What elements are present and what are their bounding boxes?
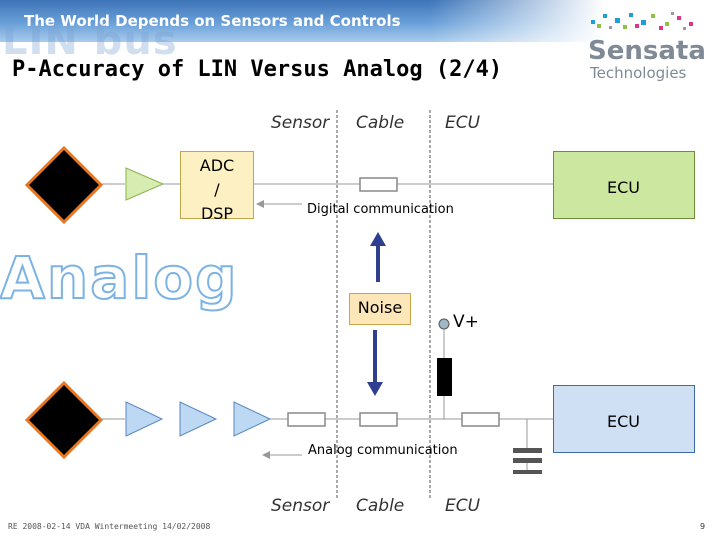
- ecu-block-analog: ECU: [553, 385, 695, 453]
- analog-watermark: Analog: [0, 243, 239, 313]
- footer-text: RE 2008-02-14 VDA Wintermeeting 14/02/20…: [8, 522, 211, 531]
- amplifier-bottom-1: [125, 401, 164, 437]
- amplifier-bottom-2: [179, 401, 218, 437]
- col-label-sensor-bottom: Sensor: [271, 496, 330, 516]
- col-label-sensor-top: Sensor: [271, 113, 330, 133]
- col-label-cable-bottom: Cable: [356, 496, 405, 516]
- banner-fade: [430, 0, 720, 42]
- adc-label: ADC: [199, 156, 235, 175]
- vplus-label: V+: [453, 312, 479, 332]
- logo-name: Sensata: [588, 36, 706, 66]
- analog-resistor-3: [461, 412, 500, 427]
- noise-arrowhead-down: [367, 382, 383, 396]
- cable-resistor-digital: [359, 177, 398, 192]
- noise-arrowhead-up: [370, 232, 386, 246]
- noise-label: Noise: [357, 298, 403, 317]
- analog-resistor-2: [359, 412, 398, 427]
- ecu-label-digital: ECU: [607, 178, 640, 197]
- amplifier-top: [125, 167, 165, 201]
- digital-comm-label: Digital communication: [307, 202, 454, 217]
- ground-bar: [513, 470, 542, 474]
- analog-comm-arrowhead: [262, 451, 270, 459]
- ecu-label-analog: ECU: [607, 412, 640, 431]
- logo-dots-icon: [591, 12, 693, 30]
- noise-box: Noise: [349, 293, 411, 325]
- sensor-element-top: [24, 145, 104, 225]
- col-label-cable-top: Cable: [356, 113, 405, 133]
- analog-resistor-1: [287, 412, 326, 427]
- col-label-ecu-bottom: ECU: [445, 496, 481, 516]
- lin-bus-wordmark: LIN bus: [2, 18, 178, 64]
- analog-comm-label: Analog communication: [308, 443, 458, 458]
- digital-comm-arrowhead: [256, 200, 264, 208]
- capacitor-plate-bottom: [513, 458, 542, 463]
- capacitor-plate-top: [513, 448, 542, 453]
- dsp-label: DSP: [200, 204, 234, 223]
- vplus-terminal: [438, 318, 450, 330]
- pull-up-resistor: [437, 358, 452, 396]
- tagline: The World Depends on Sensors and Control…: [24, 12, 401, 30]
- col-label-ecu-top: ECU: [445, 113, 481, 133]
- ecu-block-digital: ECU: [553, 151, 695, 219]
- sensor-element-bottom: [24, 380, 104, 460]
- page-number: 9: [700, 522, 706, 531]
- page-title: P-Accuracy of LIN Versus Analog (2/4): [12, 57, 503, 82]
- adc-separator: /: [214, 180, 220, 199]
- amplifier-bottom-3: [233, 401, 272, 437]
- adc-dsp-block: ADC / DSP: [180, 151, 254, 223]
- logo-subtitle: Technologies: [590, 64, 687, 82]
